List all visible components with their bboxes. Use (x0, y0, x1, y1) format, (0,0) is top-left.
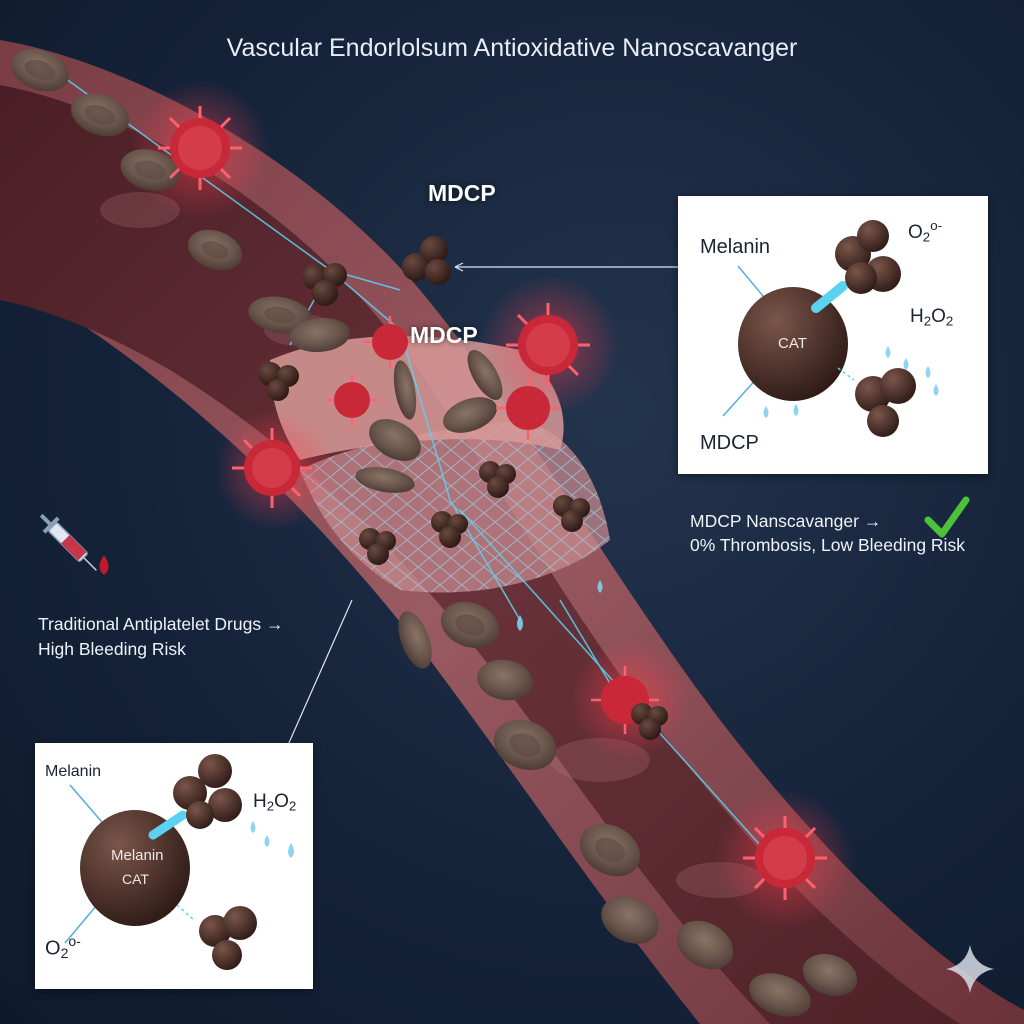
traditional-drugs-line1: Traditional Antiplatelet Drugs → (38, 614, 284, 634)
inset-left-superoxide: O2o- (45, 933, 81, 961)
traditional-drugs-line2: High Bleeding Risk (38, 639, 186, 659)
mdcp-note-line1: MDCP Nanscavanger → (690, 511, 882, 531)
virus-particles (158, 106, 827, 900)
red-blood-cells (10, 48, 858, 1017)
inset-left-core-melanin-label: Melanin (111, 847, 164, 864)
mdcp-label-top: MDCP (428, 180, 496, 206)
mdcp-particles (258, 236, 668, 740)
mdcp-label-center: MDCP (410, 322, 478, 348)
inset-left-mdcp-upper (173, 754, 242, 829)
inset-left-melanin-core (80, 810, 190, 926)
inset-right-h2o2: H2O2 (910, 306, 954, 329)
inset-right-drawing (722, 220, 939, 437)
inset-left-melanin-label: Melanin (45, 763, 102, 780)
syringe-icon (39, 513, 97, 571)
checkmark-icon (924, 496, 970, 538)
mdcp-particle-upper (835, 220, 901, 294)
mdcp-particle-lower (855, 368, 916, 437)
inset-left-h2o2: H2O2 (253, 791, 297, 814)
inset-right-melanin-label: Melanin (700, 236, 771, 258)
inset-mechanism-left: Melanin Melanin CAT O2o- H2O2 (35, 743, 313, 989)
inset-right-cat-label: CAT (778, 335, 807, 352)
inset-mechanism-right: Melanin CAT MDCP O2o- H2O2 (678, 196, 988, 474)
inset-left-cat-label: CAT (122, 871, 149, 887)
page-title: Vascular Endorlolsum Antioxidative Nanos… (226, 34, 798, 62)
h2o-droplets (517, 580, 603, 631)
mdcp-note-line2: 0% Thrombosis, Low Bleeding Risk (690, 535, 965, 555)
inset-left-mdcp-lower (199, 906, 257, 970)
blood-drop-icon (99, 555, 109, 575)
sparkle-icon (946, 945, 994, 993)
callout-connectors (287, 262, 680, 746)
inset-right-superoxide: O2o- (908, 218, 943, 245)
melanin-core (738, 287, 848, 401)
inset-left-drawing (64, 754, 294, 970)
inset-right-mdcp-label: MDCP (700, 432, 759, 454)
